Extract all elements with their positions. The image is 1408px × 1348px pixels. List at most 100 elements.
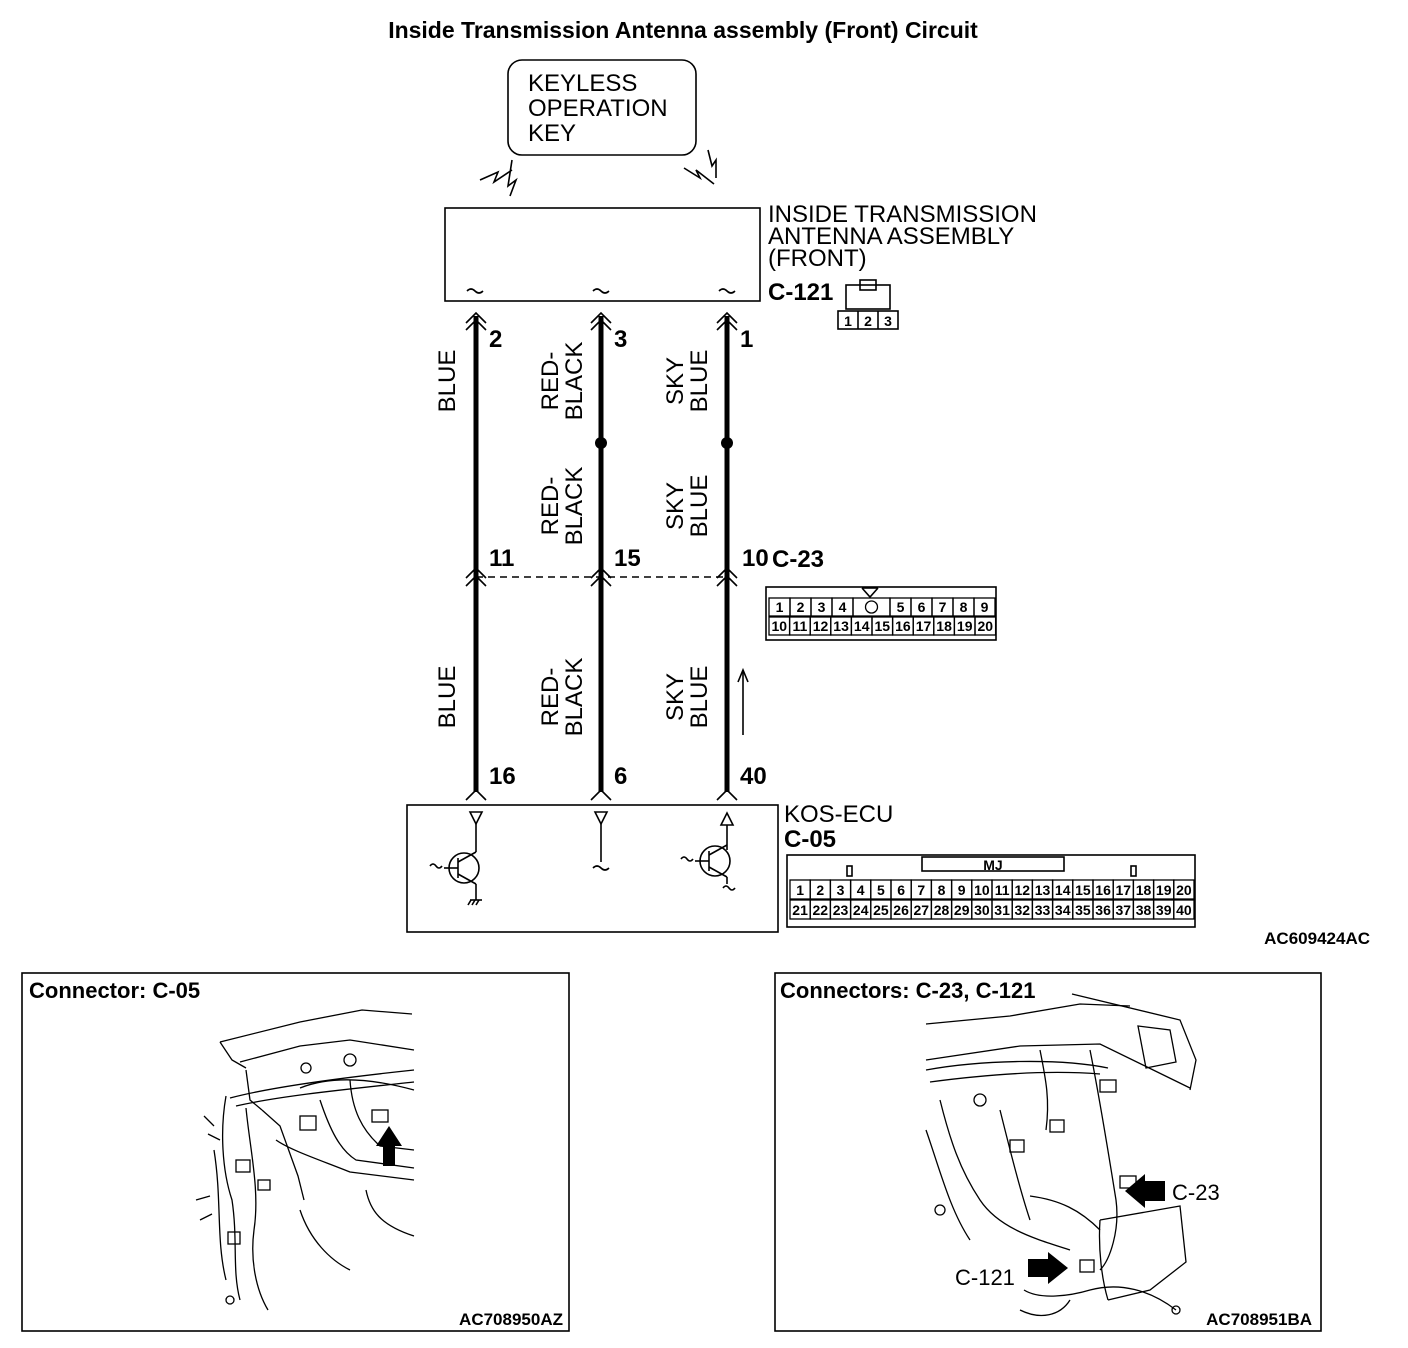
keyless-operation-key: KEYLESS OPERATION KEY <box>507 59 697 156</box>
c23-pin-11: 11 <box>792 618 807 634</box>
c05-pin-40-cell <box>1173 899 1195 920</box>
c05-pin-35: 35 <box>1075 902 1091 918</box>
dashboard-harness-drawing-right <box>925 993 1197 1317</box>
panel-right-title: Connectors: C-23, C-121 <box>780 978 1036 1003</box>
pin-10-label: 10 <box>742 545 769 572</box>
pin-6-label: 6 <box>614 763 627 790</box>
c05-pin-17: 17 <box>1116 882 1132 898</box>
pin-15-label: 15 <box>614 545 641 572</box>
svg-text:BLACK: BLACK <box>561 467 588 546</box>
c121-connector-icon: 1 2 3 <box>837 279 899 330</box>
svg-text:BLUE: BLUE <box>686 666 713 729</box>
c23-pin-6: 6 <box>918 599 926 615</box>
svg-text:RED-: RED- <box>537 668 564 727</box>
c23-key-icon <box>864 600 879 614</box>
antenna-label-line3: (FRONT) <box>768 245 867 272</box>
pin-16-label: 16 <box>489 763 516 790</box>
c05-pin-11: 11 <box>995 882 1010 898</box>
splice-dot-red-black <box>595 437 607 449</box>
c05-pin-34: 34 <box>1055 902 1071 918</box>
c121-pin-1: 1 <box>844 313 852 329</box>
panel-left-reference: AC708950AZ <box>459 1310 563 1329</box>
pin-1-label: 1 <box>740 326 753 353</box>
c05-pin-36: 36 <box>1095 902 1111 918</box>
c05-tag: MJ <box>983 857 1002 873</box>
svg-text:BLACK: BLACK <box>561 658 588 737</box>
c23-pin-20: 20 <box>978 618 994 634</box>
c23-pin-5: 5 <box>897 599 905 615</box>
c23-pin-13: 13 <box>833 618 849 634</box>
kos-ecu-box: KOS-ECU C-05 <box>406 801 893 933</box>
c121-pin-3: 3 <box>884 313 892 329</box>
key-label-line1: KEYLESS <box>528 70 637 97</box>
diagram-title: Inside Transmission Antenna assembly (Fr… <box>388 17 978 43</box>
antenna-label-line1: INSIDE TRANSMISSION <box>768 201 1037 228</box>
c05-pin-22: 22 <box>813 902 829 918</box>
wire-color-blue-upper: BLUE <box>434 350 461 413</box>
top-chevron-icons <box>465 311 738 331</box>
c23-pin-16: 16 <box>895 618 911 634</box>
c23-pin-3: 3 <box>818 599 826 615</box>
c23-pin-9: 9 <box>981 599 989 615</box>
callout-c23: C-23 <box>1172 1180 1220 1205</box>
c23-pin-18: 18 <box>936 618 952 634</box>
svg-text:SKY: SKY <box>662 673 689 721</box>
wire-color-blue-lower: BLUE <box>434 666 461 729</box>
c23-pin-7: 7 <box>939 599 947 615</box>
c05-pin-1: 1 <box>796 882 804 898</box>
c05-pin-2: 2 <box>816 882 824 898</box>
diagram-reference: AC609424AC <box>1264 929 1370 948</box>
ecu-label: KOS-ECU <box>784 801 893 828</box>
c05-pin-9: 9 <box>958 882 966 898</box>
c23-pin-1: 1 <box>776 599 784 615</box>
svg-text:RED-: RED- <box>537 477 564 536</box>
pin-40-label: 40 <box>740 763 767 790</box>
wire-color-sky-blue-upper: SKY BLUE <box>662 350 713 413</box>
svg-text:BLUE: BLUE <box>686 475 713 538</box>
connector-c05-panel: Connector: C-05 AC708950AZ <box>21 972 570 1332</box>
pin-3-label: 3 <box>614 326 627 353</box>
c05-pin-13: 13 <box>1035 882 1051 898</box>
c23-pin-19: 19 <box>957 618 973 634</box>
antenna-connector-label: C-121 <box>768 279 833 306</box>
wire-color-red-black-lower: RED- BLACK <box>537 658 588 737</box>
key-label-line3: KEY <box>528 120 576 147</box>
arrow-c05-icon <box>376 1126 402 1166</box>
c23-pin-20-cell <box>974 616 997 636</box>
c05-pin-15: 15 <box>1075 882 1091 898</box>
splice-dot-sky-blue <box>721 437 733 449</box>
radio-wave-icon-right <box>683 149 717 185</box>
svg-text:BLUE: BLUE <box>434 350 461 413</box>
c05-pin-8: 8 <box>938 882 946 898</box>
c05-pin-14: 14 <box>1055 882 1071 898</box>
c05-pin-23: 23 <box>833 902 849 918</box>
signal-direction-arrow-icon <box>737 667 749 735</box>
key-label-line2: OPERATION <box>528 95 668 122</box>
c05-pin-27: 27 <box>914 902 930 918</box>
c05-pin-24: 24 <box>853 902 869 918</box>
bottom-chevron-icons <box>465 788 738 801</box>
c05-pin-38: 38 <box>1136 902 1152 918</box>
arrow-c23-icon <box>1125 1174 1165 1208</box>
arrow-c121-icon <box>1028 1252 1068 1284</box>
c05-pin-18: 18 <box>1136 882 1152 898</box>
c05-pin-10: 10 <box>974 882 990 898</box>
wire-color-red-black-mid: RED- BLACK <box>537 467 588 546</box>
svg-text:BLUE: BLUE <box>434 666 461 729</box>
c05-pin-6: 6 <box>897 882 905 898</box>
c05-pin-26: 26 <box>893 902 909 918</box>
c23-junction: C-23 <box>465 546 824 587</box>
c23-pin-2: 2 <box>797 599 805 615</box>
svg-text:RED-: RED- <box>537 352 564 411</box>
c05-pin-7: 7 <box>917 882 925 898</box>
c05-pin-21: 21 <box>792 902 808 918</box>
c23-pin-17: 17 <box>916 618 932 634</box>
connector-c23-c121-panel: Connectors: C-23, C-121 AC708951BA <box>774 972 1322 1332</box>
ecu-connector-label: C-05 <box>784 826 836 853</box>
c23-pin-12: 12 <box>813 618 829 634</box>
antenna-label-line2: ANTENNA ASSEMBLY <box>768 223 1014 250</box>
c23-pin-10: 10 <box>772 618 788 634</box>
c05-pin-39: 39 <box>1156 902 1172 918</box>
